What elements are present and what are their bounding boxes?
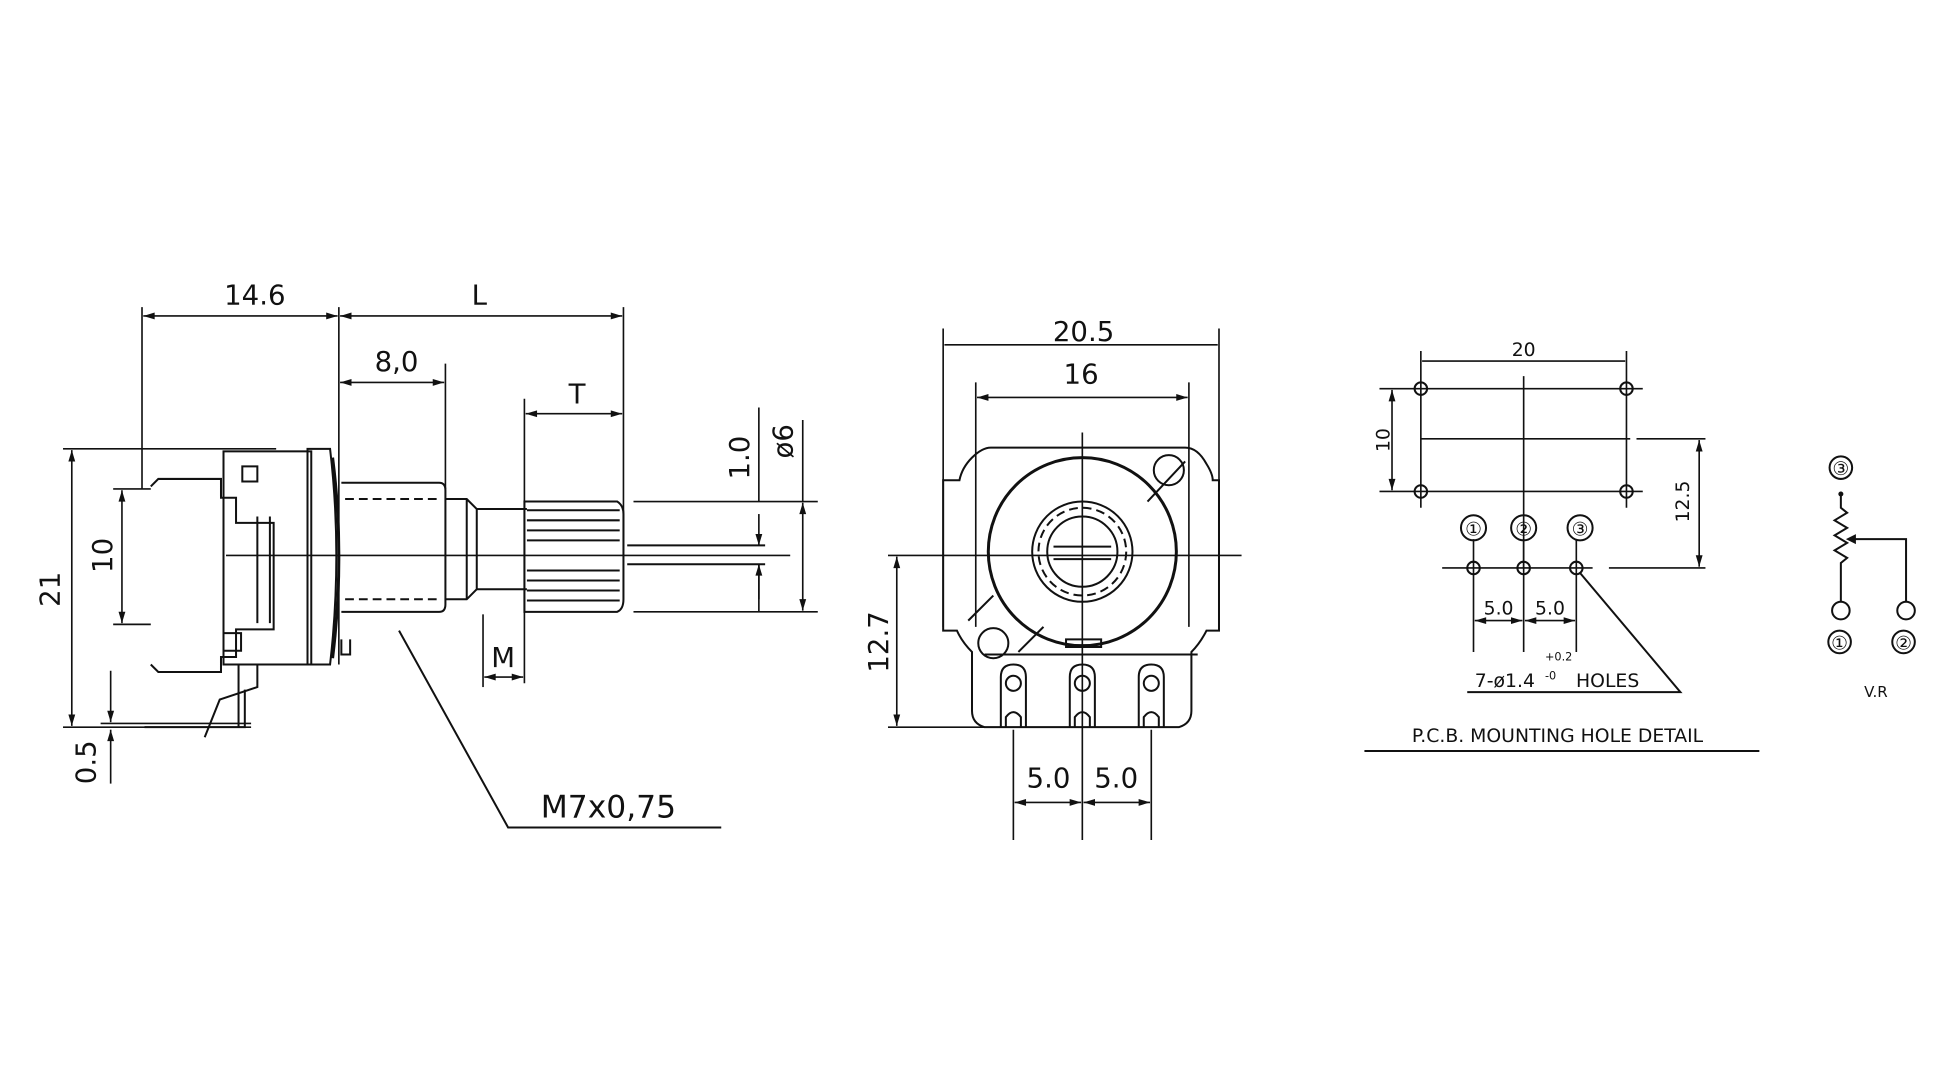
pcb-dim-width: 20 [1512,340,1536,361]
thread-callout: M7x0,75 [541,789,676,825]
schematic-pin-1: ① [1831,633,1848,654]
dim-neck: M [491,641,515,674]
schematic-pin-3: ③ [1832,459,1849,480]
dim-height: 21 [33,572,66,607]
pcb-detail-title: P.C.B. MOUNTING HOLE DETAIL [1412,726,1704,747]
holes-tol-minus: -0 [1545,670,1556,683]
thread-leader [398,630,722,829]
holes-note-suffix: HOLES [1576,671,1639,692]
dim-shaft-length: L [472,279,488,312]
dim-slot-depth: 1.0 [723,436,756,480]
schematic-label: V.R [1864,683,1888,701]
housing [144,447,352,738]
resistor-icon [1832,493,1850,602]
front-view: 20.5 16 12.7 5.0 5.0 [862,315,1242,841]
dim-standoff: 0.5 [70,740,103,784]
pcb-mounting-detail: 20 10 12.5 ① ② ③ 5.0 5.0 7-ø1.4 +0.2 -0 … [1364,340,1760,753]
pcb-dim-height: 10 [1374,428,1395,452]
body-outline [942,446,1220,729]
pcb-pitch-left: 5.0 [1484,598,1514,619]
holes-tol-plus: +0.2 [1545,651,1572,664]
pcb-dim-offset: 12.5 [1673,481,1694,523]
dim-body-width: 16 [1064,358,1099,391]
schematic-pin-2: ② [1895,633,1912,654]
shaft [341,481,766,613]
dim-pitch-left: 5.0 [1027,761,1071,794]
side-view: 14.6 L 8,0 T [33,279,818,829]
dim-knurl-length: T [568,378,586,411]
pcb-pitch-right: 5.0 [1535,598,1565,619]
dim-body-length: 14.6 [224,279,285,312]
holes-leader [1467,572,1683,694]
schematic: ③ ① ② V.R [1827,455,1916,701]
dim-shaft-diameter: ø6 [767,424,800,458]
pcb-pin-1: ① [1465,519,1482,540]
dim-pitch-right: 5.0 [1094,761,1138,794]
terminals [999,663,1165,728]
dim-bushing-length: 8,0 [375,345,419,378]
dim-overall-width: 20.5 [1053,315,1114,348]
holes-note-prefix: 7-ø1.4 [1475,671,1535,692]
pcb-pin-3: ③ [1572,519,1589,540]
dim-terminal-span: 10 [86,538,119,573]
pcb-pin-2: ② [1515,519,1532,540]
dim-shaft-height: 12.7 [862,611,895,672]
